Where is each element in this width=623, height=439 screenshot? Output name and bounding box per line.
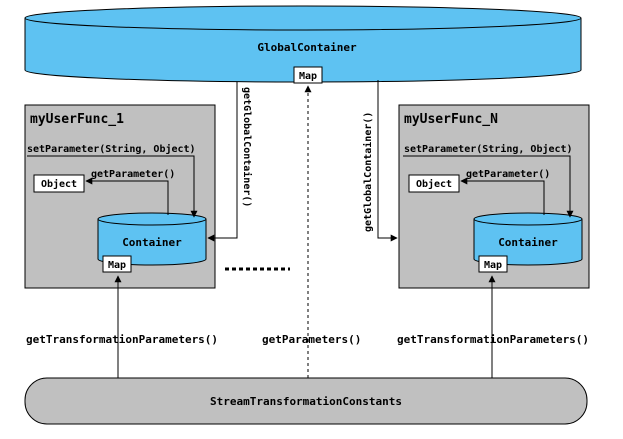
global-map-box: Map (293, 66, 323, 84)
user-func-n-map-box: Map (478, 255, 508, 273)
global-map-label: Map (299, 71, 317, 82)
global-container-cylinder: GlobalContainer (24, 5, 582, 83)
user-func-1-container-cylinder: Container (97, 212, 207, 266)
get-transform-label-right: getTransformationParameters() (397, 333, 589, 346)
user-func-n-getparam-arrow (460, 177, 545, 215)
stream-constants-box: StreamTransformationConstants (24, 377, 588, 425)
user-func-n-object-label: Object (416, 178, 452, 190)
get-global-label-left: getGlobalContainer() (241, 87, 253, 207)
user-func-n-setparam-label: setParameter(String, Object) (404, 143, 573, 155)
user-func-1-setparam-arrow (27, 155, 198, 218)
user-func-1-object-label: Object (41, 178, 77, 190)
get-global-label-right: getGlobalContainer() (362, 112, 374, 232)
user-func-1-map-box: Map (102, 255, 132, 273)
user-func-n-map-label: Map (484, 260, 502, 271)
user-func-n-object-box: Object (408, 174, 460, 193)
user-func-1-object-box: Object (33, 174, 85, 193)
user-func-n-setparam-arrow (403, 155, 574, 218)
user-func-1-setparam-label: setParameter(String, Object) (27, 143, 196, 155)
user-func-1-title: myUserFunc_1 (30, 112, 124, 127)
user-func-n-getparam-label: getParameter() (466, 169, 550, 180)
get-parameters-label: getParameters() (262, 333, 361, 346)
global-container-label: GlobalContainer (257, 41, 357, 54)
user-func-1-container-label: Container (122, 236, 182, 249)
user-func-n-container-cylinder: Container (473, 212, 583, 266)
stream-constants-label: StreamTransformationConstants (210, 395, 402, 408)
get-global-arrow-right (377, 80, 398, 242)
user-func-1-getparam-arrow (85, 177, 169, 215)
get-transform-label-left: getTransformationParameters() (26, 333, 218, 346)
get-global-arrow-left (207, 82, 238, 242)
user-func-n-title: myUserFunc_N (404, 112, 498, 127)
user-func-1-map-label: Map (108, 260, 126, 271)
user-func-n-container-label: Container (498, 236, 558, 249)
user-func-1-getparam-label: getParameter() (91, 169, 175, 180)
